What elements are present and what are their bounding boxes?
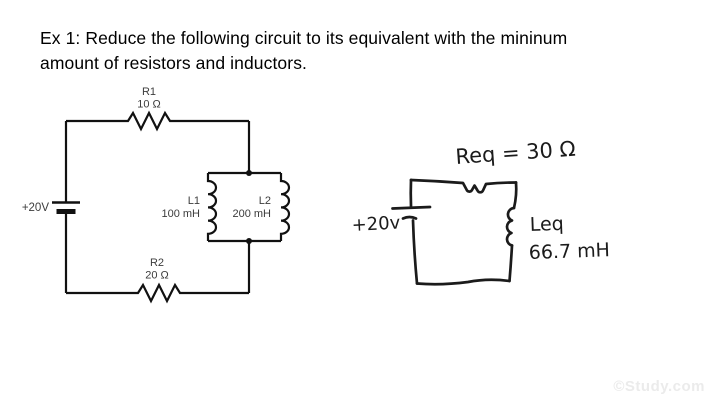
hand-battery-short-plate	[401, 215, 418, 220]
resistor-r2-symbol	[66, 282, 249, 304]
inductor-l1-symbol	[206, 173, 218, 241]
hand-battery-symbol	[391, 205, 432, 220]
l1-value-label: 100 mH	[161, 208, 200, 220]
hand-resistor-symbol	[409, 178, 518, 194]
problem-statement: Ex 1: Reduce the following circuit to it…	[40, 26, 670, 75]
hand-wire-right-upper	[512, 181, 518, 210]
r2-name-label: R2	[150, 257, 164, 269]
battery-symbol	[52, 201, 80, 214]
junction-dot-top	[246, 170, 252, 176]
r2-value-label: 20 Ω	[145, 270, 169, 282]
l1-name-label: L1	[188, 195, 200, 207]
hand-wire-bottom	[415, 278, 511, 286]
resistor-r1-symbol	[66, 110, 249, 132]
inductor-l2-symbol	[279, 173, 291, 241]
l2-value-label: 200 mH	[232, 208, 271, 220]
req-equation-label: Req = 30 Ω	[455, 137, 577, 169]
r1-value-label: 10 Ω	[137, 99, 161, 111]
original-circuit: +20V R1 10 Ω R2 20 Ω L1 100 mH L2 200 mH	[22, 86, 291, 304]
l2-name-label: L2	[259, 195, 271, 207]
hand-inductor-symbol	[505, 206, 516, 247]
problem-statement-line1: Ex 1: Reduce the following circuit to it…	[40, 28, 568, 48]
source-voltage-label: +20V	[22, 202, 50, 214]
watermark: ©Study.com	[613, 378, 705, 395]
leq-name-label: Leq	[529, 213, 564, 236]
equivalent-circuit-handdrawn: Req = 30 Ω +20v Leq 66.7 mH	[351, 137, 610, 286]
hand-battery-long-plate	[391, 205, 432, 210]
hand-wire-left-lower	[411, 219, 419, 285]
hand-wire-right-lower	[508, 244, 514, 283]
r1-name-label: R1	[142, 86, 156, 98]
problem-statement-line2: amount of resistors and inductors.	[40, 52, 308, 73]
leq-value-label: 66.7 mH	[528, 239, 610, 264]
hand-source-voltage-label: +20v	[351, 212, 401, 236]
